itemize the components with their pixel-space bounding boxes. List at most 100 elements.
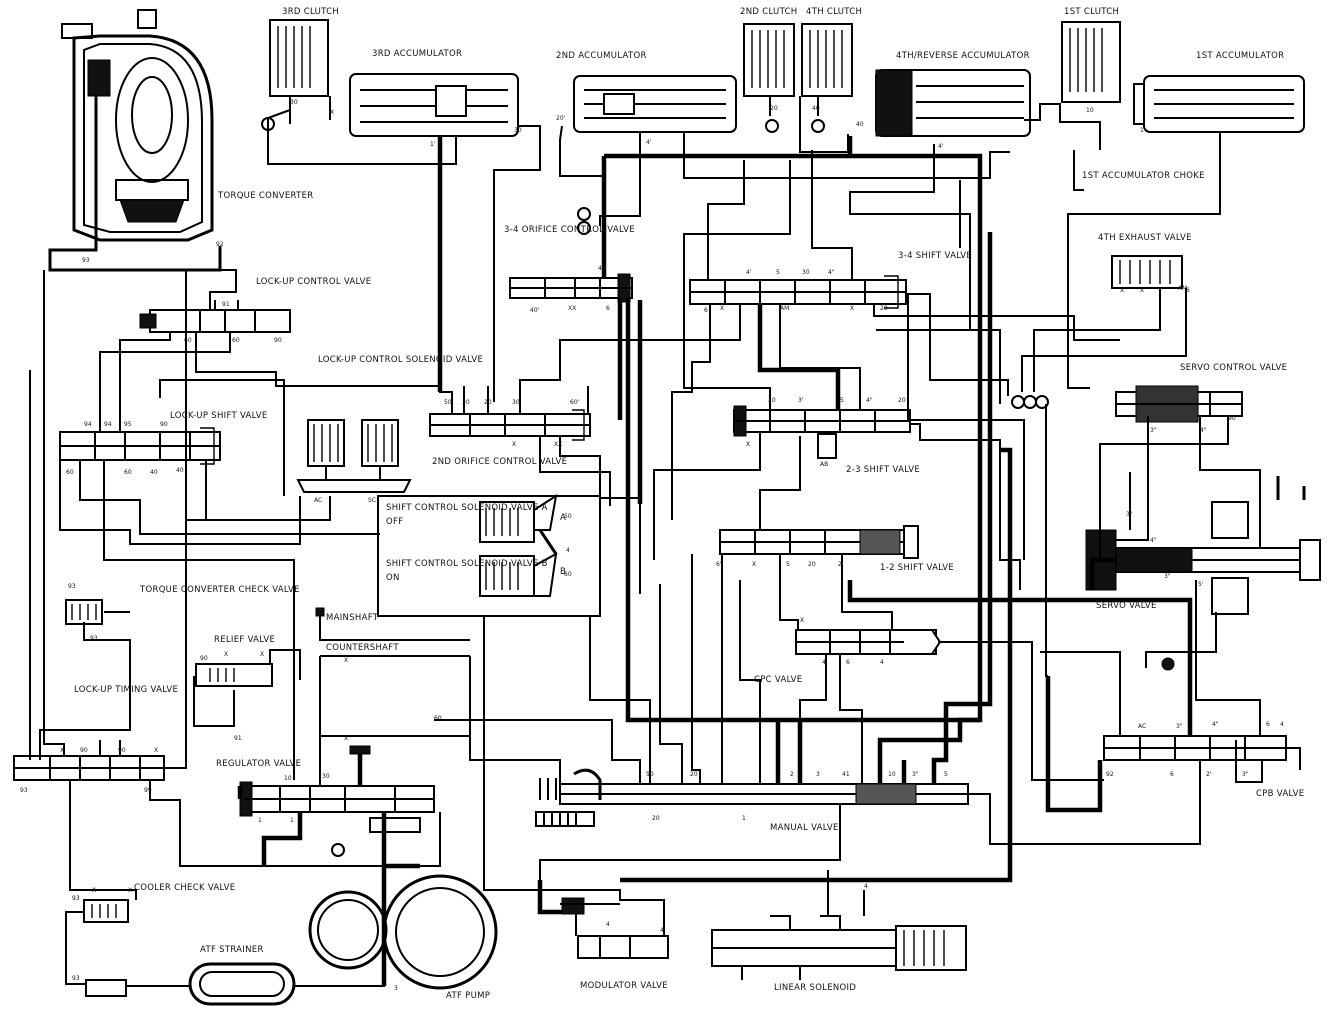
port-number: 3 (816, 771, 820, 778)
port-number: 60 (66, 469, 74, 476)
port-number: 90 (80, 747, 88, 754)
port-number: 90 (274, 337, 282, 344)
port-number: 40' (530, 307, 540, 314)
atf-pump (308, 874, 498, 990)
port-number: 30 (802, 269, 810, 276)
port-number: 2' (838, 561, 844, 568)
lockup-control-solenoid (296, 419, 412, 493)
port-number: 60 (434, 715, 442, 722)
port-number: 4" (828, 269, 835, 276)
port-number: 3' (798, 397, 804, 404)
port-number: 4' (646, 139, 652, 146)
port-number: 50 (564, 513, 572, 520)
port-number: 3" (1150, 427, 1157, 434)
port-number: 94 (84, 421, 92, 428)
port-number: X (60, 747, 64, 754)
mainshaft-label: MAINSHAFT (326, 613, 379, 623)
port-number: 20 (484, 399, 492, 406)
atf-strainer (85, 962, 296, 1006)
first-accumulator-choke-label: 1ST ACCUMULATOR CHOKE (1082, 171, 1205, 181)
port-number: 1 (742, 815, 746, 822)
port-number: 6 (606, 305, 610, 312)
port-number: 4" (866, 397, 873, 404)
port-number: 4' (938, 143, 944, 150)
port-number: 1 (258, 817, 262, 824)
port-number: 4 (566, 547, 570, 554)
port-number: 93 (20, 787, 28, 794)
linear-solenoid-label: LINEAR SOLENOID (774, 983, 856, 993)
port-number: 91 (234, 735, 242, 742)
shafts (315, 607, 470, 657)
port-number: X (344, 657, 348, 664)
torque-converter-check-valve (65, 599, 103, 625)
port-number: X (1140, 287, 1144, 294)
port-number: X (128, 887, 132, 894)
port-number: 30 (462, 399, 470, 406)
first-accumulator-label: 1ST ACCUMULATOR (1196, 51, 1284, 61)
port-number: 93 (68, 583, 76, 590)
fourth-clutch-label: 4TH CLUTCH (806, 7, 862, 17)
port-number: 3" (1164, 573, 1171, 580)
port-number: 3 (394, 985, 398, 992)
port-number: X (154, 747, 158, 754)
modulator-valve-label: MODULATOR VALVE (580, 981, 668, 991)
cpb-valve-label: CPB VALVE (1256, 789, 1304, 799)
shift-solenoid-b-state: ON (386, 573, 400, 583)
port-number: X (1120, 287, 1124, 294)
port-number: 20 (768, 397, 776, 404)
third-accumulator-label: 3RD ACCUMULATOR (372, 49, 462, 59)
shift-solenoid-b-label: SHIFT CONTROL SOLENOID VALVE B (386, 559, 548, 569)
port-number: 92 (216, 241, 224, 248)
port-number: 3" (1242, 771, 1249, 778)
port-number: 10 (284, 775, 292, 782)
port-number: XX (568, 305, 576, 312)
port-number: 5 (786, 561, 790, 568)
port-number: X (260, 651, 264, 658)
port-number: 6 (704, 307, 708, 314)
port-number: 3" (1176, 723, 1183, 730)
port-number: 20 (652, 815, 660, 822)
manual-valve (535, 768, 969, 827)
port-number: 4 (864, 883, 868, 890)
port-number: 40 (856, 121, 864, 128)
cooler-check-valve-label: COOLER CHECK VALVE (134, 883, 235, 893)
second-fourth-clutch (743, 23, 853, 133)
port-number: 20 (880, 305, 888, 312)
port-number: 94 (104, 421, 112, 428)
port-number: 4" (1150, 537, 1157, 544)
third-clutch-label: 3RD CLUTCH (282, 7, 339, 17)
two-three-shift-valve (733, 405, 911, 459)
one-two-shift-valve-label: 1-2 SHIFT VALVE (880, 563, 954, 573)
port-number: 4' (746, 269, 752, 276)
shift-control-solenoids (377, 493, 601, 617)
port-number: 40 (598, 265, 606, 272)
manual-valve-label: MANUAL VALVE (770, 823, 839, 833)
port-number: 6' (716, 561, 722, 568)
port-number: 10 (888, 771, 896, 778)
port-number: AC (1138, 723, 1146, 730)
port-number: 93 (82, 257, 90, 264)
port-number: 4 (1280, 721, 1284, 728)
lockup-control-solenoid-label: LOCK-UP CONTROL SOLENOID VALVE (318, 355, 483, 365)
port-number: 99 (144, 787, 152, 794)
servo-valve-label: SERVO VALVE (1096, 601, 1157, 611)
regulator-valve-label: REGULATOR VALVE (216, 759, 301, 769)
port-number: AC (314, 497, 322, 504)
hydraulic-lines-thick (237, 136, 1193, 986)
atf-pump-label: ATF PUMP (446, 991, 490, 1001)
atf-strainer-label: ATF STRAINER (200, 945, 264, 955)
port-number: X (512, 441, 516, 448)
first-clutch (1061, 21, 1121, 103)
port-number: AM (780, 305, 789, 312)
port-number: 20 (770, 105, 778, 112)
port-number: 30 (322, 773, 330, 780)
port-number: 20 (808, 561, 816, 568)
port-number: 60 (124, 469, 132, 476)
cpc-valve (795, 629, 942, 655)
port-number: 95 (124, 421, 132, 428)
first-accumulator (1133, 75, 1305, 133)
port-number: 40 (150, 469, 158, 476)
port-number: 1' (430, 141, 436, 148)
port-number: 3" (912, 771, 919, 778)
